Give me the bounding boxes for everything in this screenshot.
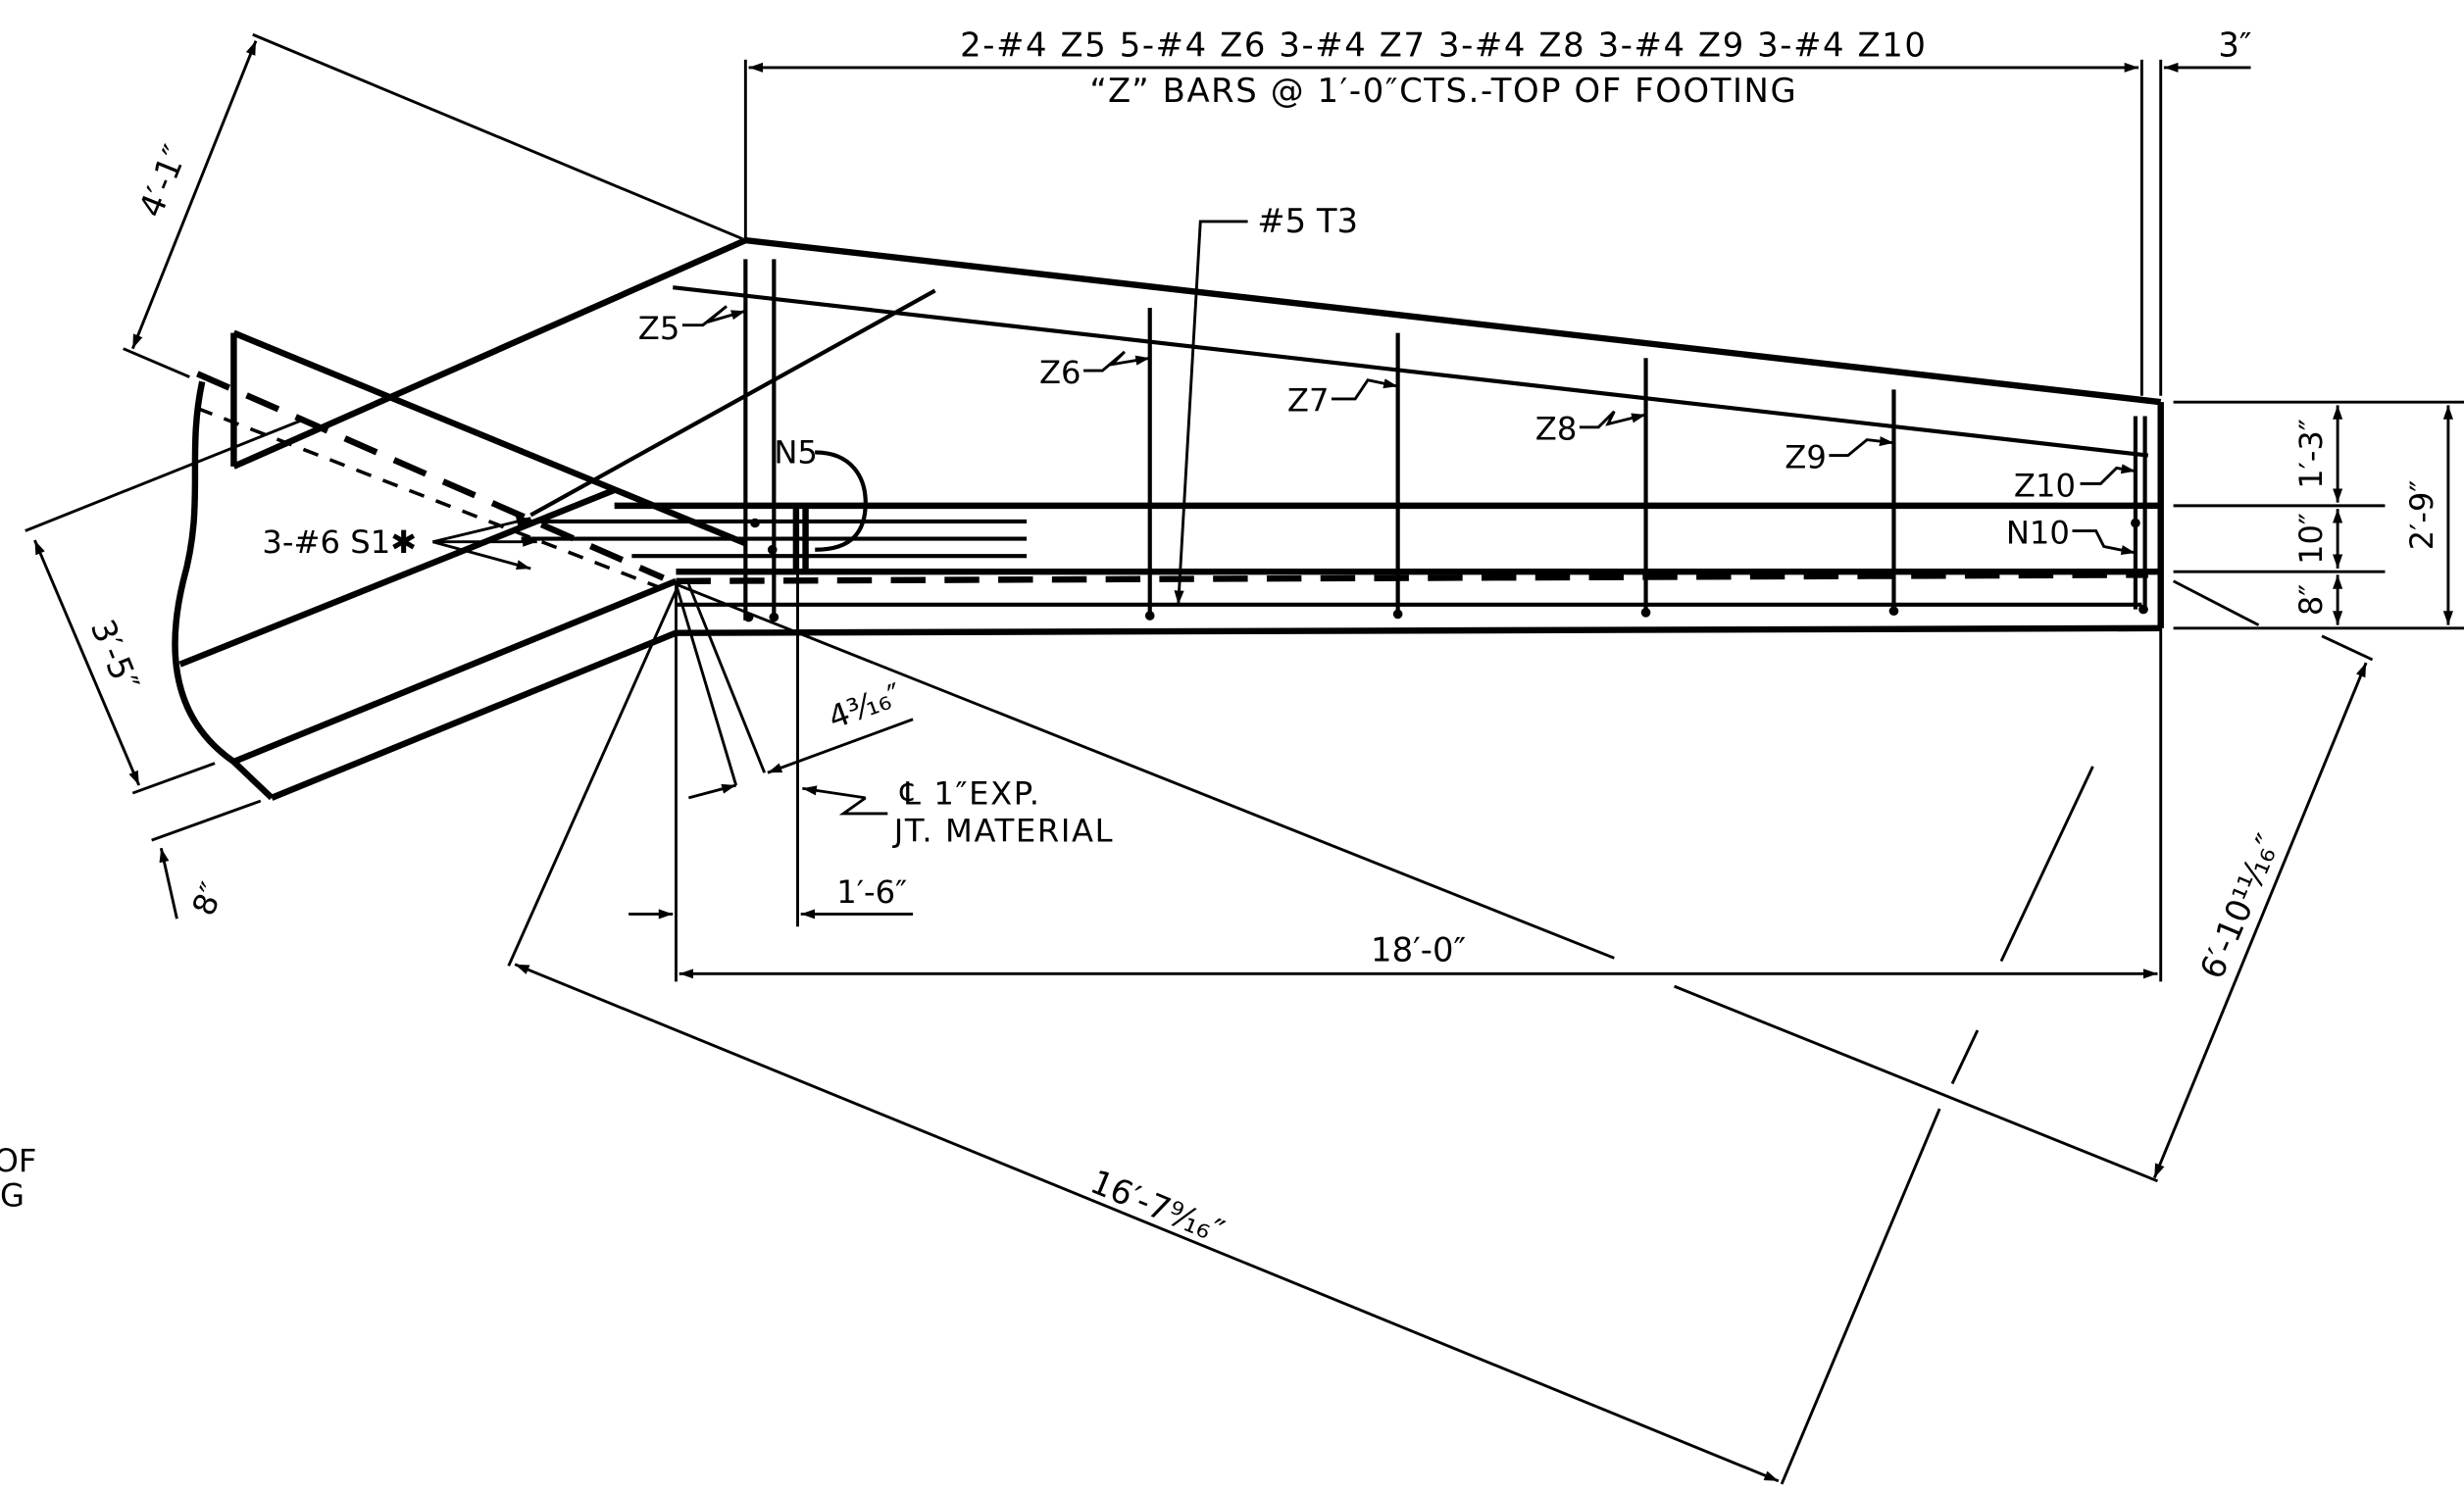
exp-joint-line1: ℄ 1″EXP.	[899, 774, 1040, 812]
bar-labels: Z5 Z6 Z7 Z8 Z9 Z10 N10 N5 #5 T3 3-#6 S1✱	[262, 202, 2137, 605]
dim-2-9: 2′-9″	[2403, 480, 2440, 551]
top-bars-label: 2-#4 Z5 5-#4 Z6 3-#4 Z7 3-#4 Z8 3-#4 Z9 …	[960, 26, 1927, 65]
top-dimension: 2-#4 Z5 5-#4 Z6 3-#4 Z7 3-#4 Z8 3-#4 Z9 …	[743, 26, 2251, 396]
label-z10: Z10	[2014, 467, 2076, 504]
dim-4-1: 4′-1″	[131, 140, 195, 223]
clipped-text-1: OF	[0, 1142, 36, 1179]
label-n5: N5	[774, 434, 818, 472]
clipped-edge-text: OF G	[0, 1142, 36, 1214]
label-z6: Z6	[1039, 354, 1081, 391]
label-z5: Z5	[638, 310, 680, 347]
dim-3in-top: 3″	[2218, 26, 2251, 65]
label-t3: #5 T3	[1257, 202, 1358, 240]
bars-spacing-label: “Z” BARS @ 1′-0″CTS.-TOP OF FOOTING	[1089, 72, 1797, 110]
dim-1-6: 1′-6″	[836, 873, 907, 911]
hidden-bars	[196, 371, 2148, 591]
dim-8in-left: 8″	[184, 877, 231, 920]
dim-8in-right: 8″	[2292, 584, 2330, 616]
dim-10in: 10″	[2292, 513, 2330, 565]
dim-6-10: 6′-10¹¹⁄₁₆″	[2192, 828, 2288, 984]
bottom-dimensions: 4³⁄₁₆″ ℄ 1″EXP. JT. MATERIAL 1′-6″ 18′-0…	[507, 572, 2163, 1485]
right-dimensions: 1′-3″ 10″ 8″ 2′-9″ 6′-10¹¹⁄₁₆″	[2152, 400, 2464, 1179]
dim-16-7: 16′-7⁹⁄₁₆″	[1085, 1163, 1230, 1251]
dim-3-5: 3′-5″	[83, 614, 147, 696]
dim-18-0: 18′-0″	[1371, 931, 1466, 970]
clipped-text-2: G	[0, 1176, 25, 1214]
label-z7: Z7	[1287, 382, 1330, 420]
label-s1: 3-#6 S1✱	[262, 523, 417, 561]
dim-1-3: 1′-3″	[2292, 419, 2330, 489]
exp-joint-line2: JT. MATERIAL	[892, 813, 1114, 850]
label-z9: Z9	[1785, 439, 1827, 476]
label-n10: N10	[2006, 514, 2070, 551]
rebar-lines	[521, 259, 2149, 622]
wing-dimensions: 4′-1″ 3′-5″ 8″	[25, 32, 743, 920]
label-z8: Z8	[1535, 411, 1578, 448]
footing-outline	[172, 236, 2164, 801]
